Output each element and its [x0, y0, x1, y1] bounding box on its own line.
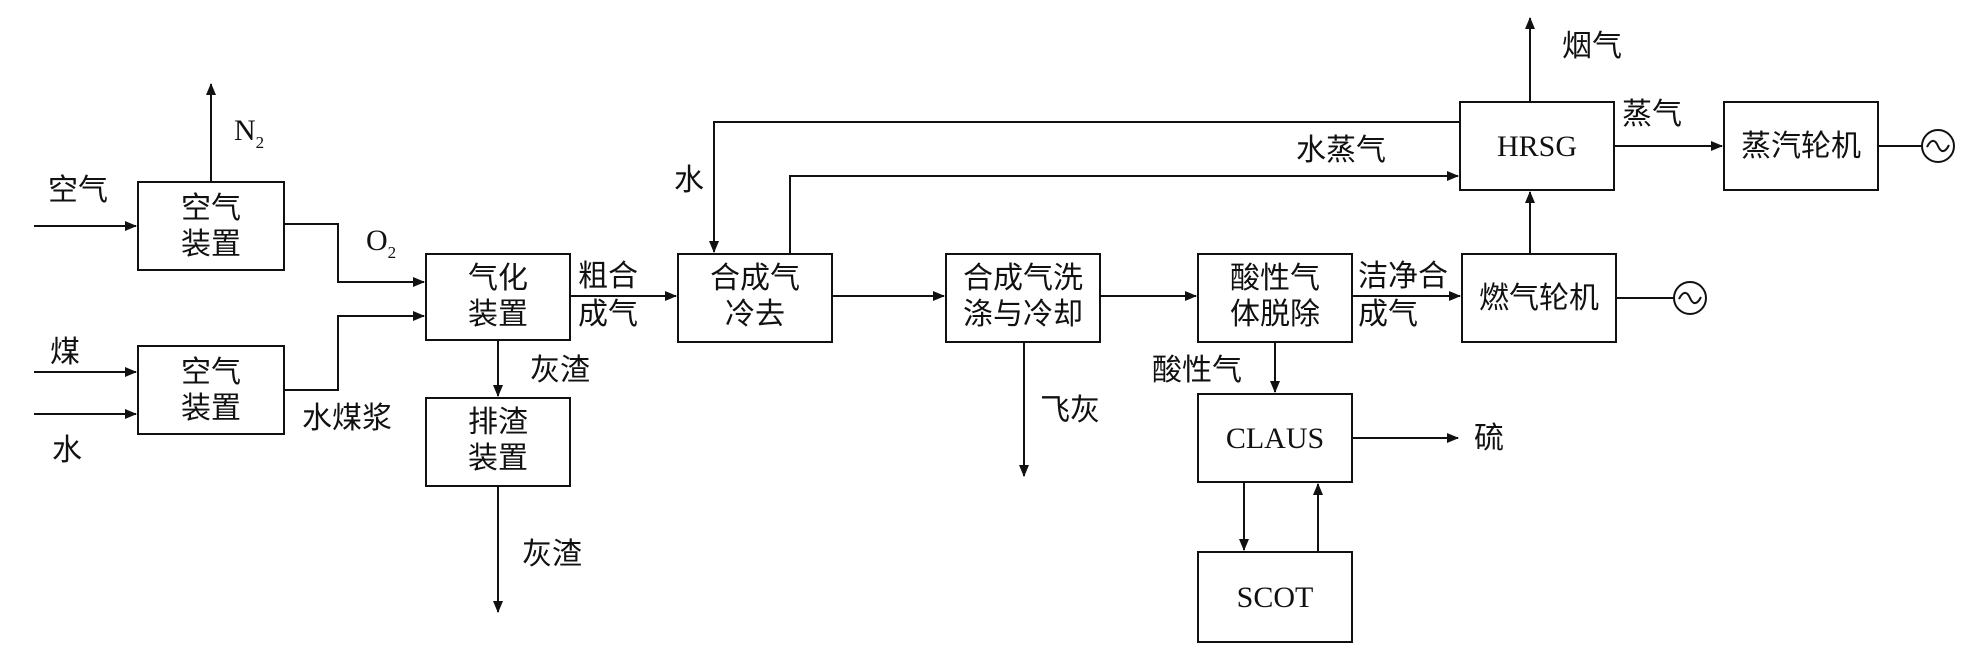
acid-gas-removal-label-line1: 酸性气 [1230, 262, 1320, 295]
coal-water-slurry-flow-line [284, 311, 425, 391]
slag-discharge-unit-label-line2: 装置 [468, 442, 528, 475]
claus-unit-label: CLAUS [1226, 422, 1324, 455]
syngas-scrubbing-cooling-label-line1: 合成气洗 [963, 262, 1083, 295]
steam-turbine-box [1723, 101, 1879, 191]
syngas-scrubbing-cooling-box [945, 253, 1101, 343]
slurry-preparation-unit-box [137, 345, 285, 435]
steam-label: 蒸气 [1622, 98, 1682, 131]
gasifier-label-line1: 气化 [468, 262, 528, 295]
air-separation-unit-label-line1: 空气 [181, 192, 241, 225]
clean-syngas-label-line2: 成气 [1358, 298, 1418, 331]
steam-turbine-label: 蒸汽轮机 [1741, 130, 1861, 163]
slurry-preparation-unit-label-line1: 空气 [181, 356, 241, 389]
water-return-flow-line [709, 121, 1460, 253]
steam-water-flow-line [789, 171, 1459, 254]
ash-slag-label-2: 灰渣 [522, 538, 582, 571]
syngas-cooler-box [677, 253, 833, 343]
slurry-preparation-unit-label-line2: 装置 [181, 392, 241, 425]
hrsg-label: HRSG [1497, 130, 1577, 163]
acid-gas-label: 酸性气 [1152, 354, 1242, 387]
syngas-scrubbing-cooling-label-line2: 涤与冷却 [963, 298, 1083, 331]
raw-syngas-label-line2: 成气 [578, 298, 638, 331]
water-input-label: 水 [52, 434, 82, 467]
raw-syngas-label-line1: 粗合 [578, 260, 638, 293]
air-separation-unit-label-line2: 装置 [181, 228, 241, 261]
scot-unit-label: SCOT [1237, 581, 1314, 614]
fly-ash-label: 飞灰 [1040, 394, 1100, 427]
slag-discharge-unit-box [425, 397, 571, 487]
syngas-cooler-label-line2: 冷去 [725, 298, 785, 331]
steam-water-label: 水蒸气 [1296, 134, 1386, 167]
n2-label: N2 [234, 114, 264, 152]
ash-slag-label-1: 灰渣 [530, 354, 590, 387]
gasifier-box [425, 253, 571, 341]
flue-gas-label: 烟气 [1562, 30, 1622, 63]
slag-discharge-unit-label-line1: 排渣 [468, 406, 528, 439]
acid-gas-removal-label-line2: 体脱除 [1230, 298, 1320, 331]
o2-flow-line [284, 223, 425, 287]
air-input-label: 空气 [48, 174, 108, 207]
water-return-label: 水 [674, 164, 704, 197]
coal-water-slurry-label: 水煤浆 [302, 402, 392, 435]
acid-gas-removal-box [1197, 253, 1353, 343]
clean-syngas-label-line1: 洁净合 [1358, 260, 1448, 293]
gas-turbine-label: 燃气轮机 [1479, 282, 1599, 315]
hrsg-box [1459, 101, 1615, 191]
coal-input-label: 煤 [50, 336, 80, 369]
air-separation-unit-box [137, 181, 285, 271]
generator-icon [1921, 129, 1955, 163]
scot-unit-box [1197, 551, 1353, 643]
syngas-cooler-label-line1: 合成气 [710, 262, 800, 295]
o2-label: O2 [366, 224, 396, 262]
generator-icon [1673, 281, 1707, 315]
sulfur-label: 硫 [1474, 422, 1504, 455]
gasifier-label-line2: 装置 [468, 298, 528, 331]
gas-turbine-box [1461, 253, 1617, 343]
